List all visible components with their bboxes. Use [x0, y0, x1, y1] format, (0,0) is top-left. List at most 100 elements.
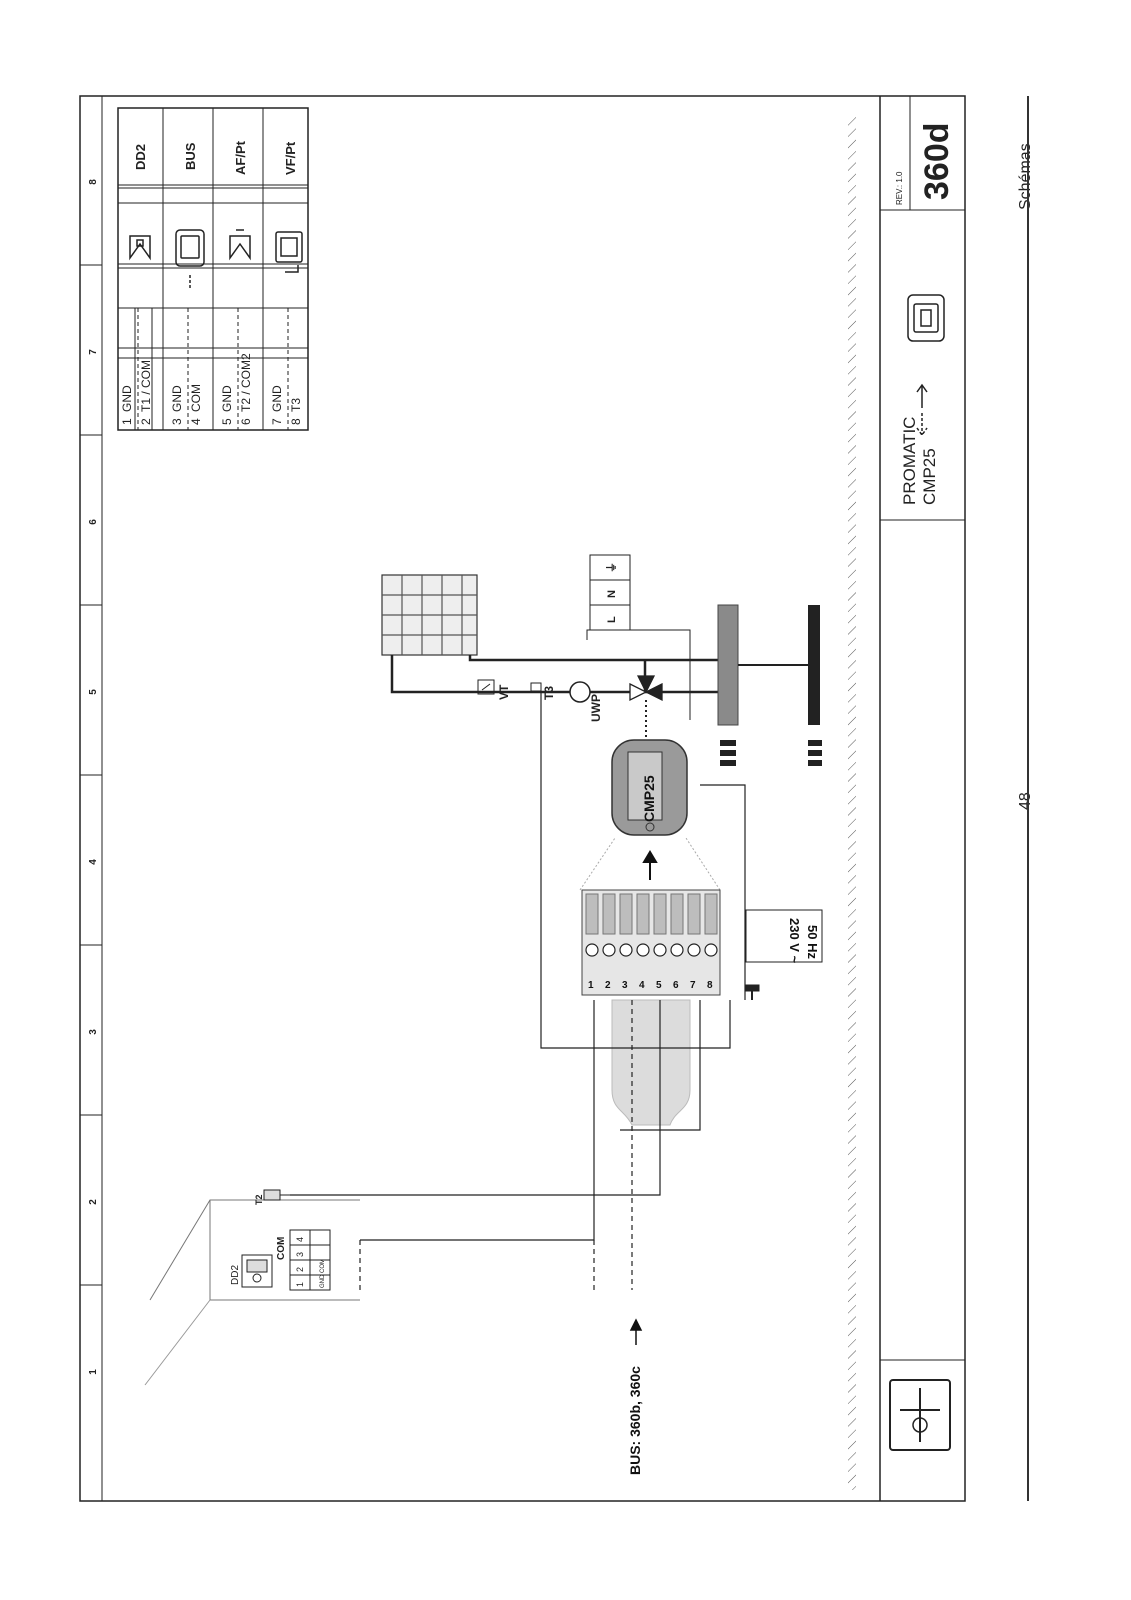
- projection-lines: [579, 837, 721, 891]
- t3-label: T3: [542, 686, 556, 700]
- flow-sensor-icon: [275, 231, 303, 273]
- section-label: Schémas: [1010, 105, 1040, 215]
- power-frequency: 50 Hz: [805, 925, 820, 959]
- controller-label: CMP25: [641, 775, 657, 822]
- company-logo: [889, 1379, 951, 1451]
- product-model: CMP25: [920, 448, 939, 505]
- terminal-number: 5: [656, 980, 662, 991]
- room-terminal-sub: GND: [320, 1274, 326, 1288]
- terminal-number: 8: [707, 980, 713, 991]
- mains-earth: ⏚: [605, 562, 618, 573]
- dd2-room-unit: [241, 1229, 331, 1291]
- column-number: 5: [88, 689, 99, 695]
- legend-term: GND: [120, 385, 134, 412]
- legend-term: T1 / COM: [139, 360, 153, 412]
- legend-term: T3: [289, 398, 303, 412]
- mains-n: N: [606, 590, 618, 598]
- column-number: 1: [88, 1369, 99, 1375]
- page-number-text: 48: [1017, 792, 1034, 810]
- bus-wiring: [359, 1000, 633, 1290]
- terminal-number: 3: [622, 980, 628, 991]
- legend-term: COM: [189, 384, 203, 412]
- legend-rows: 1 2 GND T1 / COM DD2 3 4 GND COM BUS 5 6…: [118, 108, 308, 430]
- room-sensor-icon: [229, 229, 251, 261]
- terminal-block: 1 2 3 4 5 6 7 8: [581, 889, 721, 996]
- legend-name: BUS: [183, 142, 198, 170]
- footer-rule: [1027, 96, 1029, 1501]
- legend-num: 5: [220, 418, 234, 425]
- product-name: PROMATIC: [900, 417, 919, 505]
- power-plug-icon: [744, 984, 760, 1000]
- terminal-number: 2: [605, 980, 611, 991]
- column-number: 6: [88, 519, 99, 525]
- mount-arrow: [642, 850, 658, 880]
- t3-sensor: [530, 682, 542, 692]
- bus-device-icon: [907, 294, 945, 437]
- legend-name: VF/Pt: [283, 141, 298, 175]
- room-outline: [144, 1199, 360, 1386]
- legend-term: T2 / COM2: [239, 353, 253, 412]
- column-number: 2: [88, 1199, 99, 1205]
- legend-num: 6: [239, 418, 253, 425]
- hatch-band: [848, 115, 856, 1490]
- title-block: PROMATIC CMP25 REV.: 1.0 360d: [879, 96, 965, 1501]
- column-number: 3: [88, 1029, 99, 1035]
- legend-name: AF/Pt: [233, 140, 248, 175]
- t2-label: T2: [254, 1194, 264, 1205]
- legend-term: GND: [220, 385, 234, 412]
- revision-label: REV.: 1.0: [895, 171, 904, 205]
- t2-sensor: [263, 1189, 290, 1201]
- room-terminal: 1: [295, 1282, 305, 1287]
- mains-supply-box: L N ⏚: [589, 554, 631, 631]
- cmp25-controller: CMP25: [611, 739, 688, 836]
- legend-num: 1: [120, 418, 134, 425]
- com-label: COM: [276, 1237, 287, 1260]
- room-terminal: 4: [295, 1237, 305, 1242]
- terminal-number: 4: [639, 980, 645, 991]
- legend-name: DD2: [133, 144, 148, 170]
- terminal-number: 7: [690, 980, 696, 991]
- page-number: 48: [1010, 770, 1040, 830]
- bar-terminals: [720, 740, 822, 766]
- bus-note: BUS: 360b, 360c: [627, 1366, 643, 1475]
- legend-num: 7: [270, 418, 284, 425]
- power-supply-label: 230 V ~ 50 Hz: [745, 909, 823, 964]
- plug-connector: [611, 999, 691, 1126]
- power-cable: [700, 784, 746, 1000]
- bus-device-icon: [175, 229, 205, 290]
- storage-tank-bar: [717, 604, 739, 726]
- room-terminal: 3: [295, 1252, 305, 1257]
- drawing-number: 360d: [918, 123, 956, 201]
- supply-pipe: [390, 655, 720, 694]
- vt-label: VT: [497, 684, 511, 700]
- legend-num: 2: [139, 418, 153, 425]
- mains-l: L: [606, 616, 618, 623]
- column-number: 7: [88, 349, 99, 355]
- three-way-valve: [629, 675, 663, 702]
- terminal-number: 1: [588, 980, 594, 991]
- power-voltage: 230 V ~: [787, 918, 802, 964]
- legend-num: 4: [189, 418, 203, 425]
- circulation-pump: [569, 681, 591, 703]
- drawing-frame: [79, 95, 966, 1502]
- column-ruler: [80, 264, 102, 1286]
- legend-num: 8: [289, 418, 303, 425]
- distribution-bar: [808, 605, 820, 725]
- section-label-text: Schémas: [1017, 143, 1034, 210]
- vent-valve: [477, 679, 495, 695]
- terminal-number: 6: [673, 980, 679, 991]
- dd2-label: DD2: [230, 1265, 241, 1285]
- outdoor-sensor-icon: [129, 235, 151, 261]
- legend-term: GND: [270, 385, 284, 412]
- bus-arrow: [629, 1318, 643, 1345]
- legend-num: 3: [170, 418, 184, 425]
- column-number: 4: [88, 859, 99, 865]
- room-terminal-sub: COM: [320, 1259, 326, 1273]
- legend-term: GND: [170, 385, 184, 412]
- column-number: 8: [88, 179, 99, 185]
- solar-collector: [381, 574, 478, 656]
- uwp-label: UWP: [589, 694, 603, 722]
- thin-pipes: [586, 629, 691, 720]
- room-terminal: 2: [295, 1267, 305, 1272]
